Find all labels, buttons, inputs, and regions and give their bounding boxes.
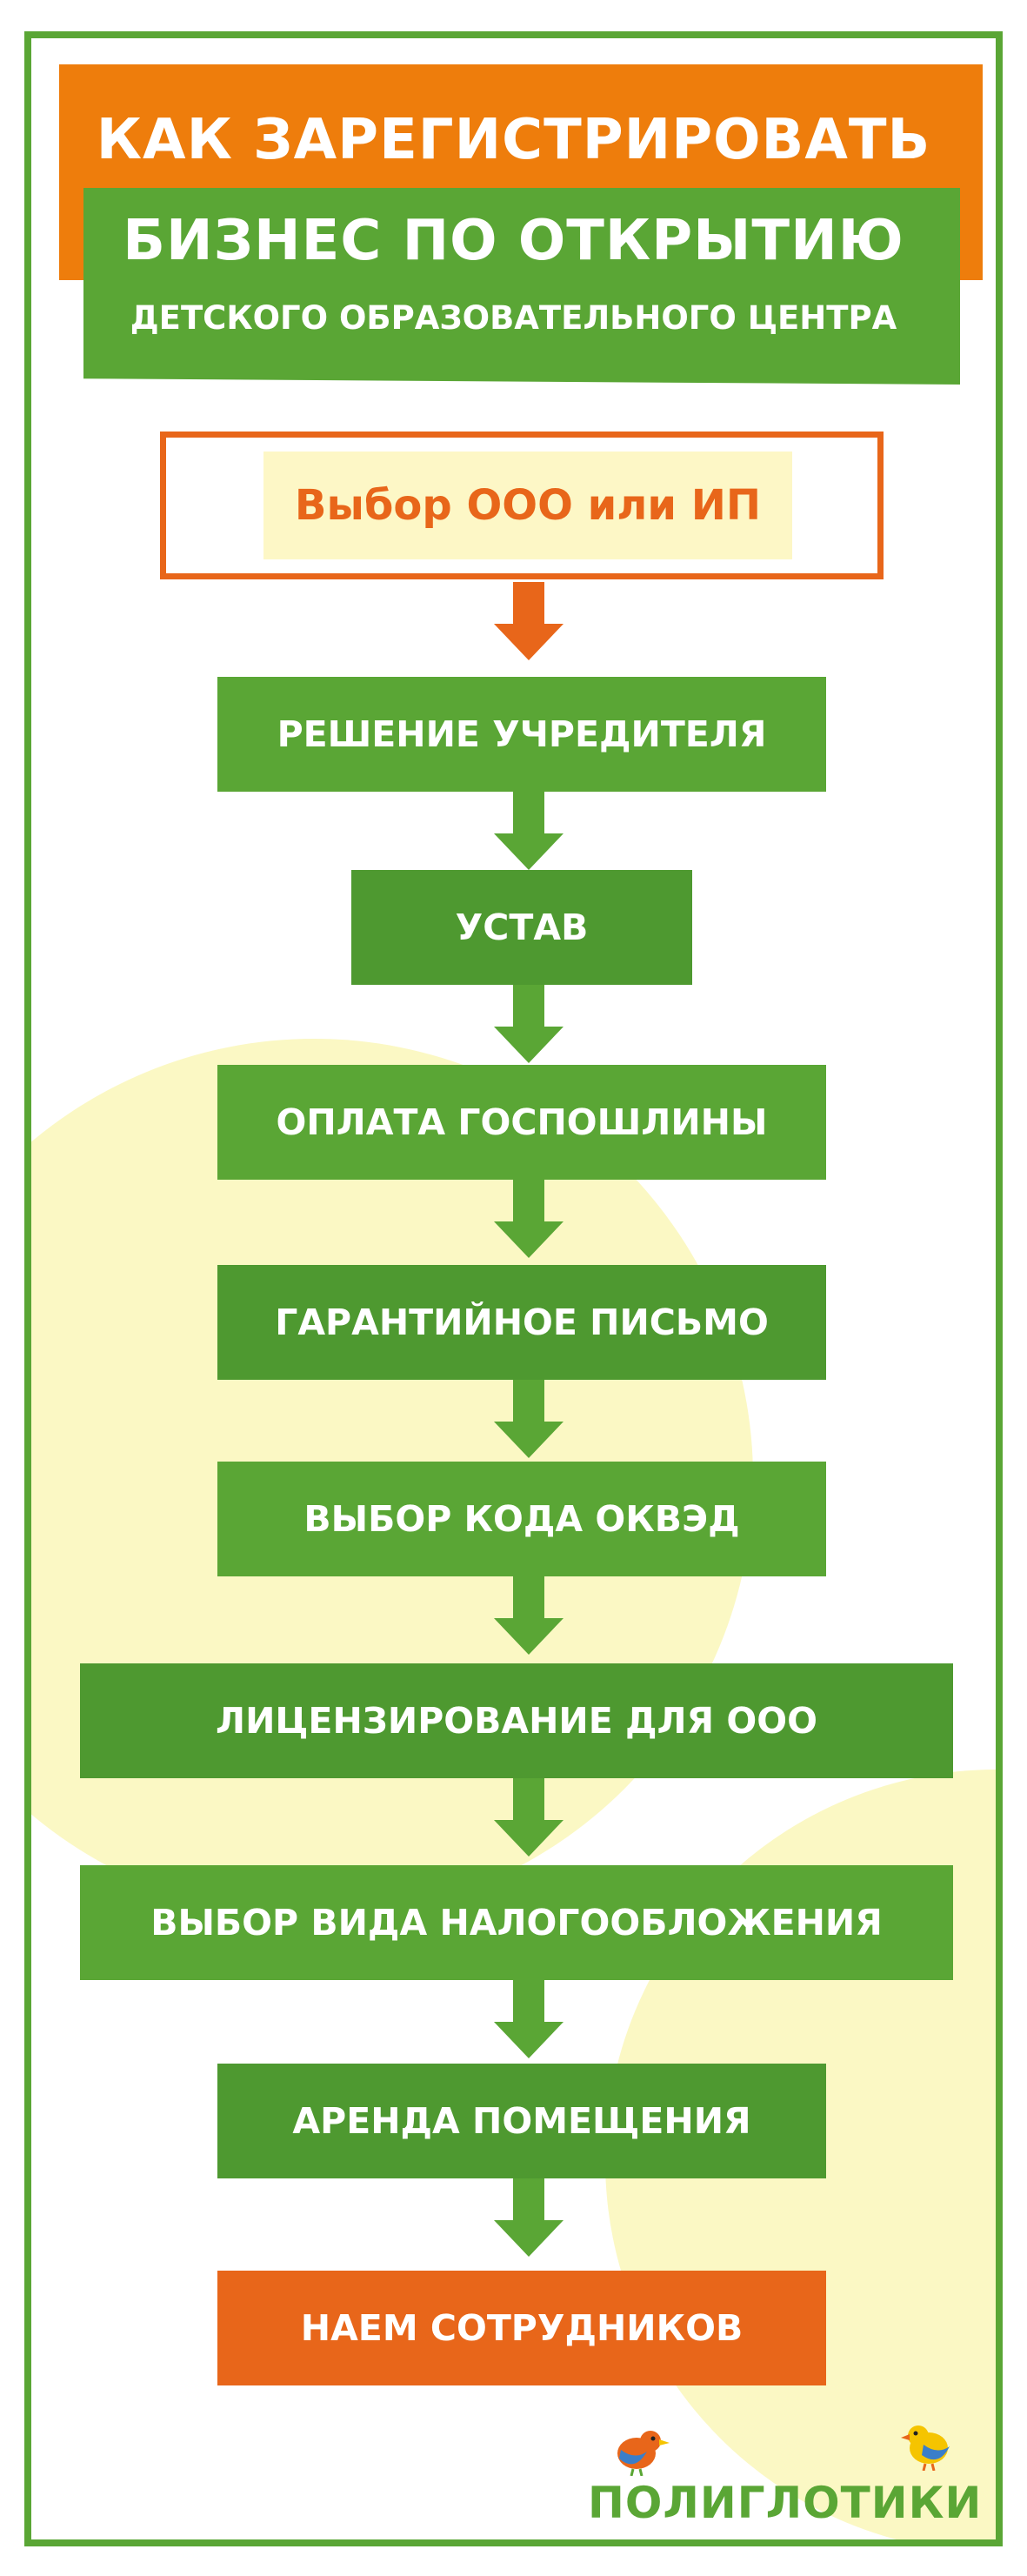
title-banner-green — [83, 188, 960, 385]
down-arrow-icon — [494, 1980, 564, 2058]
logo-text: ПОЛИГЛОТИКИ — [588, 2478, 983, 2528]
step-licensing: ЛИЦЕНЗИРОВАНИЕ ДЛЯ ООО — [80, 1663, 953, 1778]
down-arrow-icon — [494, 582, 564, 660]
step-charter: УСТАВ — [351, 870, 692, 985]
red-bird-icon — [617, 2431, 670, 2476]
step-premises-rent: АРЕНДА ПОМЕЩЕНИЯ — [217, 2064, 826, 2178]
poliglotiki-logo: ПОЛИГЛОТИКИ — [588, 2424, 983, 2537]
down-arrow-icon — [494, 2178, 564, 2257]
yellow-bird-icon — [901, 2425, 950, 2471]
title-line-2: БИЗНЕС ПО ОТКРЫТИЮ — [123, 209, 904, 273]
step-taxation: ВЫБОР ВИДА НАЛОГООБЛОЖЕНИЯ — [80, 1865, 953, 1980]
step-founder-decision: РЕШЕНИЕ УЧРЕДИТЕЛЯ — [217, 677, 826, 792]
title-line-3: ДЕТСКОГО ОБРАЗОВАТЕЛЬНОГО ЦЕНТРА — [130, 299, 897, 337]
poster-frame: КАК ЗАРЕГИСТРИРОВАТЬ БИЗНЕС ПО ОТКРЫТИЮ … — [24, 31, 1003, 2546]
down-arrow-icon — [494, 1180, 564, 1258]
step-choose-legal-form: Выбор ООО или ИП — [160, 432, 884, 579]
step-state-fee: ОПЛАТА ГОСПОШЛИНЫ — [217, 1065, 826, 1180]
down-arrow-icon — [494, 1576, 564, 1655]
down-arrow-icon — [494, 985, 564, 1063]
step-label: Выбор ООО или ИП — [263, 452, 792, 559]
step-hiring: НАЕМ СОТРУДНИКОВ — [217, 2271, 826, 2385]
step-okved-code: ВЫБОР КОДА ОКВЭД — [217, 1462, 826, 1576]
down-arrow-icon — [494, 1380, 564, 1458]
title-line-1: КАК ЗАРЕГИСТРИРОВАТЬ — [96, 108, 931, 172]
down-arrow-icon — [494, 1778, 564, 1857]
step-guarantee-letter: ГАРАНТИЙНОЕ ПИСЬМО — [217, 1265, 826, 1380]
down-arrow-icon — [494, 792, 564, 870]
